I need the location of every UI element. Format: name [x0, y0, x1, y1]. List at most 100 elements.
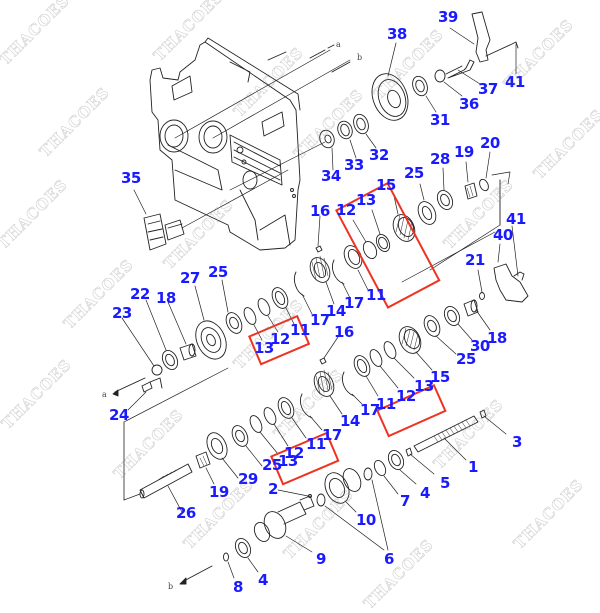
part-label-27: 27	[180, 269, 200, 287]
part-label-22: 22	[130, 285, 150, 303]
snapring-17-lower-right-icon	[342, 371, 363, 405]
part-label-20: 20	[480, 134, 500, 152]
bushing-18-left-icon	[167, 301, 197, 361]
ring-13-lower-right-icon	[383, 341, 415, 379]
gear-38-icon	[371, 42, 409, 121]
part-label-13d: 13	[414, 377, 434, 395]
synchro-11-left-icon	[271, 287, 295, 325]
part-label-14a: 14	[326, 302, 346, 320]
part-label-17c: 17	[322, 426, 342, 444]
part-label-14b: 14	[340, 412, 360, 430]
gear-10-icon	[324, 468, 362, 513]
part-label-37: 37	[478, 80, 498, 98]
part-label-13a: 13	[254, 339, 274, 357]
bearing-19-lower-icon	[195, 451, 215, 485]
part-label-15a: 15	[376, 176, 396, 194]
part-label-13c: 13	[278, 452, 298, 470]
part-label-17d: 17	[360, 401, 380, 419]
snapring-17-lower-left-icon	[300, 393, 323, 431]
ring-12-upper-icon	[352, 219, 378, 259]
ref-mark-a-bottom: a	[102, 390, 107, 399]
clip-5-icon	[405, 447, 435, 475]
part-label-25d: 25	[262, 456, 282, 474]
snapring-17-upper-icon	[293, 259, 351, 315]
part-label-10: 10	[356, 511, 376, 529]
bracket-39-icon	[449, 11, 519, 75]
bearing-25-lower-icon	[231, 425, 263, 467]
sleeve-15-icon	[392, 195, 416, 242]
arrow-b-icon	[179, 565, 213, 585]
clip-8-icon	[223, 552, 235, 579]
bearing-4-left-icon	[234, 538, 259, 573]
part-label-24: 24	[109, 406, 129, 424]
ring-13-upper-icon	[371, 209, 391, 252]
part-label-7: 7	[400, 492, 410, 510]
part-label-31: 31	[430, 111, 450, 129]
part-label-25c: 25	[456, 350, 476, 368]
part-label-40: 40	[493, 226, 513, 244]
bearing-22-icon	[145, 299, 179, 370]
bearing-19-upper-icon	[464, 161, 478, 200]
ring-13-lower-left-icon	[249, 415, 279, 455]
part-label-8: 8	[233, 578, 243, 596]
gear-29-icon	[206, 432, 239, 479]
ring-12-lower-left-icon	[263, 407, 289, 447]
nut-23-icon	[121, 317, 163, 376]
part-label-39: 39	[438, 8, 458, 26]
sleeve-15-lower-icon	[398, 326, 433, 371]
part-label-12d: 12	[396, 387, 416, 405]
part-label-1: 1	[468, 458, 478, 476]
shaft-9-icon	[253, 495, 315, 553]
part-label-19b: 19	[209, 483, 229, 501]
part-label-36: 36	[459, 95, 479, 113]
bushing-18-right-icon	[463, 299, 491, 331]
part-label-41a: 41	[505, 73, 525, 91]
ring-13-left-icon	[243, 307, 263, 341]
ring-33-icon	[337, 120, 357, 159]
nut-3-icon	[479, 409, 507, 435]
synchro-11-upper-icon	[343, 245, 369, 291]
ref-mark-b-top: b	[357, 53, 363, 62]
part-label-25a: 25	[404, 164, 424, 182]
bearing-25-left-icon	[221, 279, 243, 334]
part-label-17b: 17	[344, 294, 364, 312]
shaft-26-icon	[139, 463, 193, 513]
part-label-11c: 11	[306, 435, 326, 453]
part-label-32: 32	[369, 146, 389, 164]
diagram-line-art	[112, 11, 529, 585]
part-label-33: 33	[344, 156, 364, 174]
ring-34-icon	[229, 129, 335, 191]
part-label-23: 23	[112, 304, 132, 322]
part-label-11a: 11	[290, 321, 310, 339]
washer-20-icon	[479, 151, 491, 192]
part-label-3: 3	[512, 433, 522, 451]
ref-mark-b-bottom: b	[168, 582, 174, 591]
part-label-38: 38	[387, 25, 407, 43]
part-label-16b: 16	[334, 323, 354, 341]
part-label-17a: 17	[310, 311, 330, 329]
part-label-21: 21	[465, 251, 485, 269]
pin-16-lower-icon	[319, 333, 341, 365]
part-label-34: 34	[321, 167, 341, 185]
part-35-cover-icon	[133, 169, 289, 251]
gear-14-upper-icon	[309, 255, 335, 305]
part-label-16a: 16	[310, 202, 330, 220]
bolt-37-icon	[445, 59, 481, 85]
part-label-5: 5	[440, 474, 450, 492]
transmission-case-icon	[149, 37, 301, 251]
bearing-32-icon	[353, 113, 377, 149]
clip-21-icon	[477, 269, 485, 300]
pin-2-icon	[277, 489, 312, 498]
lever-40-icon	[493, 225, 529, 303]
part-label-12a: 12	[270, 330, 290, 348]
gear-14-lower-icon	[313, 369, 343, 415]
part-label-35: 35	[121, 169, 141, 187]
part-label-19a: 19	[454, 143, 474, 161]
part-label-11b: 11	[366, 286, 386, 304]
part-label-13b: 13	[356, 191, 376, 209]
part-label-4b: 4	[258, 571, 268, 589]
gear-30-icon	[443, 306, 473, 341]
part-label-15b: 15	[430, 368, 450, 386]
ring-12-left-icon	[257, 298, 279, 333]
shaft-1-icon	[413, 415, 479, 461]
